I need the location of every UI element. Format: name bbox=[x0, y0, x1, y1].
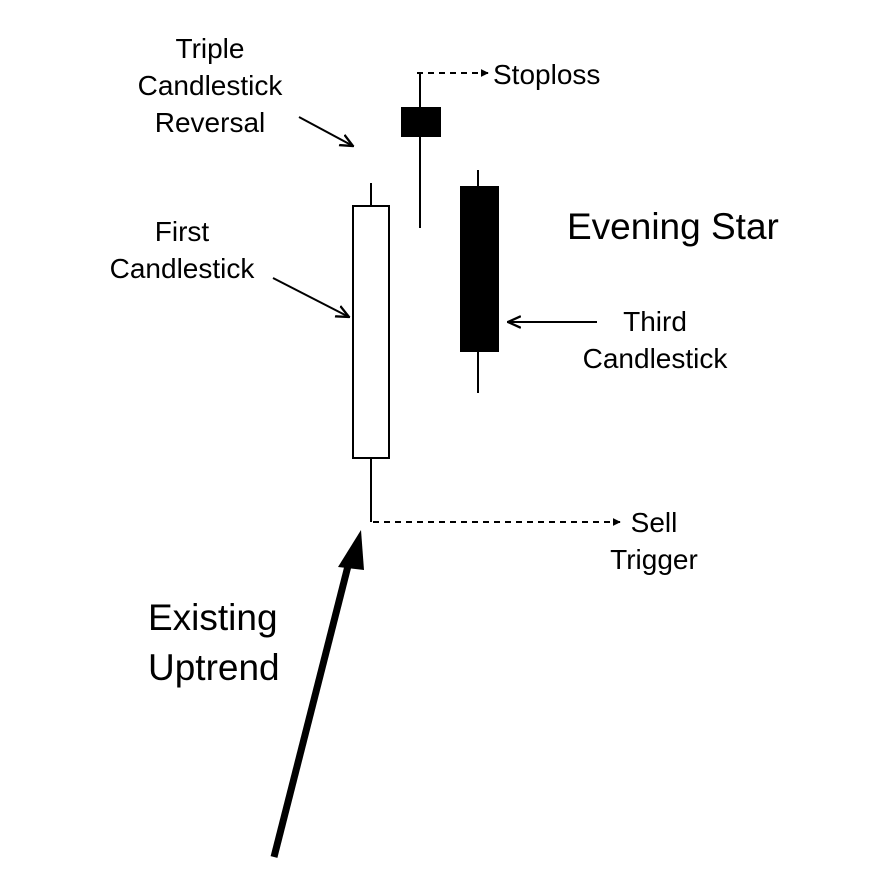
third-candlestick bbox=[460, 170, 499, 393]
first-candle-label: First Candlestick bbox=[92, 213, 272, 287]
stoploss-text: Stoploss bbox=[493, 59, 601, 90]
sell-trigger-label: Sell Trigger bbox=[594, 504, 714, 578]
uptrend-arrow bbox=[270, 530, 364, 858]
uptrend-label: Existing Uptrend bbox=[148, 593, 280, 693]
sell-trigger-line-1: Sell bbox=[630, 507, 678, 538]
first-candle-line-2: Candlestick bbox=[109, 253, 255, 284]
uptrend-line-1: Existing bbox=[148, 597, 278, 638]
pattern-title: Evening Star bbox=[567, 206, 779, 247]
stoploss-label: Stoploss bbox=[493, 56, 600, 93]
triple-reversal-label: Triple Candlestick Reversal bbox=[110, 30, 310, 141]
first-candlestick bbox=[352, 183, 390, 522]
star-candlestick bbox=[401, 73, 441, 228]
triple-reversal-arrow bbox=[298, 116, 353, 146]
third-candle-label: Third Candlestick bbox=[565, 303, 745, 377]
first-candle-arrow bbox=[272, 277, 349, 317]
sell-trigger-line-2: Trigger bbox=[610, 544, 698, 575]
uptrend-line-2: Uptrend bbox=[148, 647, 280, 688]
triple-reversal-line-1: Triple bbox=[175, 33, 245, 64]
third-candle-line-2: Candlestick bbox=[582, 343, 728, 374]
third-candle-line-1: Third bbox=[623, 306, 687, 337]
triple-reversal-line-3: Reversal bbox=[154, 107, 266, 138]
triple-reversal-line-2: Candlestick bbox=[137, 70, 283, 101]
first-candle-line-1: First bbox=[154, 216, 210, 247]
